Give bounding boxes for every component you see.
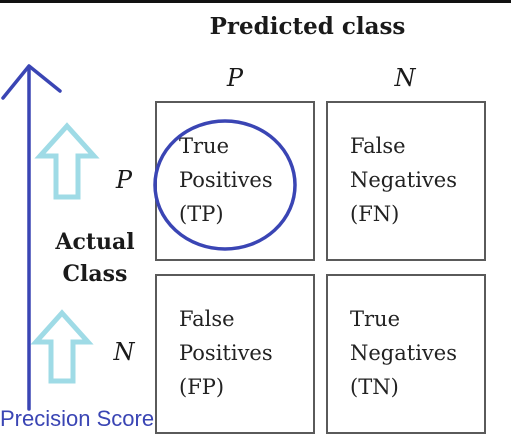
cell-true-positives-text: True Positives (TP)	[179, 129, 273, 231]
actual-class-line2: Class	[62, 261, 128, 287]
cell-false-positives-text: False Positives (FP)	[179, 302, 273, 404]
column-label-n: N	[394, 64, 416, 92]
cell-tn-line3: (TN)	[350, 375, 399, 399]
cell-fp-line2: Positives	[179, 341, 273, 365]
cell-tp-line1: True	[179, 134, 229, 158]
cell-false-positives: False Positives (FP)	[155, 274, 315, 434]
cell-true-negatives-text: True Negatives (TN)	[350, 302, 457, 404]
predicted-class-heading: Predicted class	[209, 13, 406, 40]
cell-fn-line1: False	[350, 134, 406, 158]
top-rule	[0, 0, 511, 3]
cell-tp-line2: Positives	[179, 168, 273, 192]
cell-true-negatives: True Negatives (TN)	[326, 274, 486, 434]
true-positives-highlight-circle	[153, 119, 297, 251]
actual-class-line1: Actual	[55, 229, 135, 255]
cell-false-negatives-text: False Negatives (FN)	[350, 129, 457, 231]
cell-fp-line1: False	[179, 307, 235, 331]
cell-false-negatives: False Negatives (FN)	[326, 101, 486, 261]
cell-fp-line3: (FP)	[179, 375, 225, 399]
cell-fn-line2: Negatives	[350, 168, 457, 192]
row-label-p: P	[115, 166, 133, 194]
hollow-up-arrow-icon	[30, 309, 94, 384]
cell-tn-line2: Negatives	[350, 341, 457, 365]
cell-fn-line3: (FN)	[350, 202, 400, 226]
cell-tn-line1: True	[350, 307, 400, 331]
cell-tp-line3: (TP)	[179, 202, 224, 226]
precision-score-label: Precision Score	[0, 406, 155, 431]
actual-class-label: Actual Class	[40, 226, 150, 290]
row-label-n: N	[113, 338, 135, 366]
hollow-up-arrow-icon	[34, 122, 100, 200]
arrowhead-icon	[1, 64, 62, 100]
column-label-p: P	[226, 64, 244, 92]
